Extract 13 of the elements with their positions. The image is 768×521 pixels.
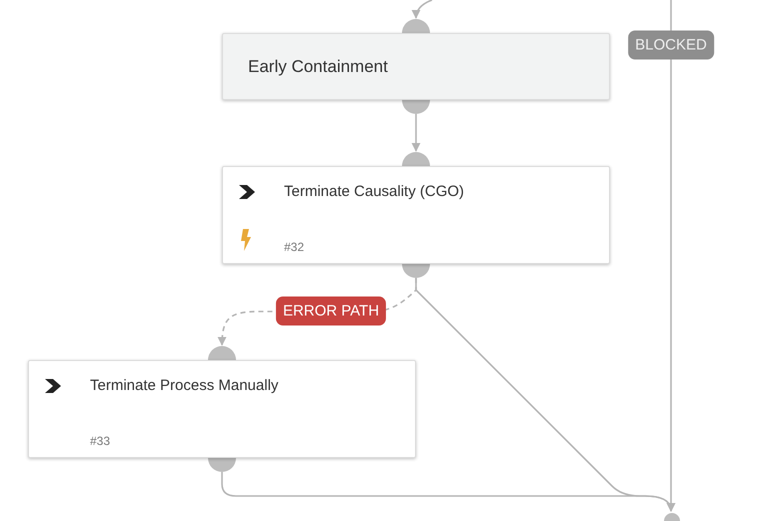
task-card bbox=[222, 166, 610, 264]
arrow bbox=[412, 0, 432, 19]
task-number: #33 bbox=[90, 434, 110, 448]
edge-label: BLOCKED bbox=[628, 30, 714, 60]
task-title: Terminate Causality (CGO) bbox=[284, 183, 464, 200]
edge-label: ERROR PATH bbox=[276, 296, 386, 325]
task-number: #32 bbox=[284, 240, 304, 254]
task-card bbox=[28, 360, 416, 458]
task-title: Early Containment bbox=[248, 57, 388, 77]
task-title: Terminate Process Manually bbox=[90, 377, 278, 394]
stage-box bbox=[222, 33, 610, 100]
arrow bbox=[412, 114, 420, 152]
arrow bbox=[666, 0, 676, 512]
